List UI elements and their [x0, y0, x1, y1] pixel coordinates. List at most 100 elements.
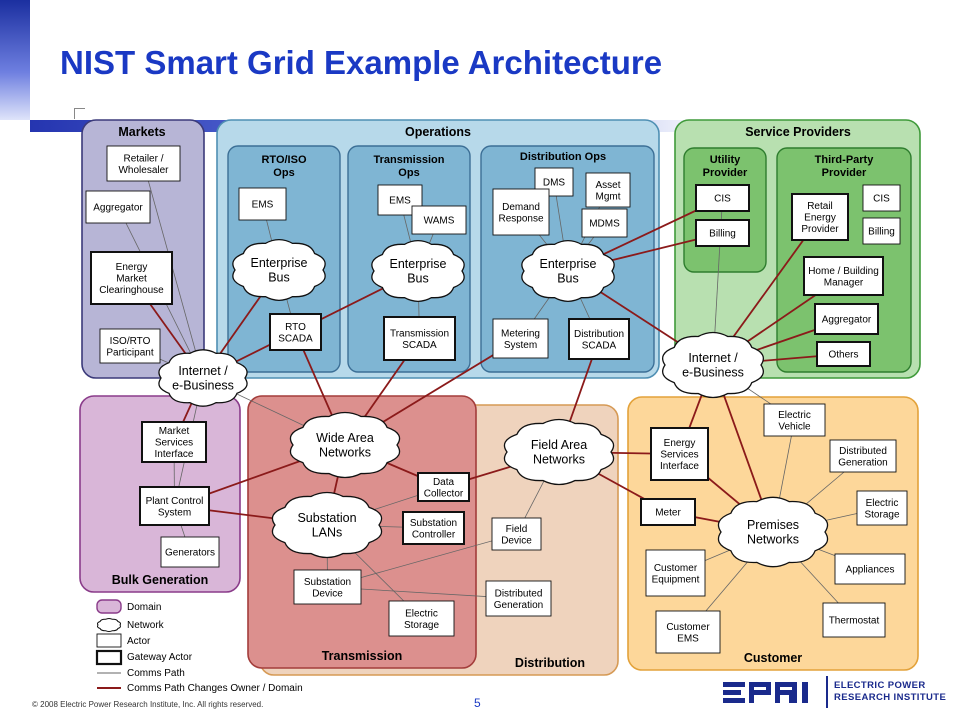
actor-electric-vehicle-label: Vehicle	[778, 421, 811, 432]
legend-network-label: Network	[127, 620, 165, 631]
actor-aggregator-sp-label: Aggregator	[822, 315, 872, 326]
network-cloud-shape	[271, 491, 383, 559]
actor-transmission-scada-label: SCADA	[402, 340, 437, 351]
logo-text: ELECTRIC POWER RESEARCH INSTITUTE	[834, 680, 946, 704]
legend-domain-label: Domain	[127, 602, 161, 613]
actor-energy-services-label: Energy	[664, 438, 696, 449]
actor-cis2-label: CIS	[873, 194, 890, 205]
network-enterprise-trans-label: Enterprise	[390, 257, 447, 271]
actor-box	[293, 569, 362, 605]
network-substation-lans-label: LANs	[312, 526, 343, 540]
subdomain-utility-provider-title: Provider	[703, 167, 748, 179]
actor-distribution-scada-label: Distribution	[574, 329, 624, 340]
actor-aggregator-sp: Aggregator	[814, 303, 879, 335]
actor-electric-storage-c-label: Storage	[864, 509, 899, 520]
actor-electric-storage-c-label: Electric	[866, 498, 899, 509]
actor-appliances: Appliances	[834, 553, 906, 585]
domain-markets-title: Markets	[118, 125, 165, 139]
legend-comms-label: Comms Path	[127, 668, 185, 679]
domain-transmission-title: Transmission	[322, 649, 403, 663]
actor-customer-equipment-label: Customer	[654, 563, 698, 574]
actor-box	[655, 610, 721, 654]
logo-line-2: RESEARCH INSTITUTE	[834, 692, 947, 703]
gateway-actor-box	[383, 316, 456, 361]
subdomain-rto-iso-ops-title: Ops	[273, 167, 294, 179]
actor-cis1: CIS	[695, 184, 750, 212]
logo-separator	[826, 676, 828, 708]
actor-box	[763, 403, 826, 437]
actor-asset-mgmt-label: Asset	[595, 180, 620, 191]
actor-retailer: Retailer /Wholesaler	[106, 145, 181, 182]
network-wide-area-label: Wide Area	[316, 431, 374, 445]
actor-demand-response-label: Demand	[502, 202, 540, 213]
actor-distributed-generation-d-label: Generation	[494, 600, 543, 611]
actor-cis2: CIS	[862, 184, 901, 212]
network-internet-right: Internet /e-Business	[662, 331, 764, 399]
network-cloud-shape	[503, 418, 615, 486]
legend-domain-swatch	[96, 599, 122, 614]
network-enterprise-rto-label: Bus	[268, 271, 290, 285]
actor-energy-services-label: Interface	[660, 461, 699, 472]
actor-metering-system-label: System	[504, 340, 537, 351]
network-internet-left: Internet /e-Business	[158, 349, 248, 407]
network-internet-right-label: e-Business	[682, 366, 744, 380]
network-cloud-shape	[662, 331, 764, 399]
actor-distributed-generation-c-label: Distributed	[839, 446, 887, 457]
legend-gateway-label: Gateway Actor	[127, 652, 193, 663]
actor-billing2: Billing	[862, 217, 901, 245]
actor-rto-scada-label: RTO	[285, 322, 306, 333]
actor-mdms: MDMS	[581, 208, 628, 238]
actor-plant-control-label: Plant Control	[146, 496, 204, 507]
left-accent-bar	[0, 0, 30, 120]
actor-appliances-label: Appliances	[846, 565, 895, 576]
network-field-area-label: Field Area	[531, 438, 587, 452]
actor-data-collector-label: Data	[433, 477, 455, 488]
actor-box	[862, 184, 901, 212]
actor-customer-ems-label: Customer	[666, 622, 710, 633]
network-premises-label: Premises	[747, 518, 799, 532]
actor-box	[856, 490, 908, 526]
network-wide-area-label: Networks	[319, 446, 371, 460]
actor-mdms-label: MDMS	[589, 219, 620, 230]
legend-gateway-swatch	[95, 649, 123, 666]
actor-box	[106, 145, 181, 182]
actor-substation-controller-label: Controller	[412, 529, 456, 540]
actor-box	[491, 517, 542, 551]
network-cloud-shape	[158, 349, 248, 407]
copyright-text: © 2008 Electric Power Research Institute…	[32, 700, 264, 709]
actor-substation-controller-label: Substation	[410, 518, 457, 529]
actor-home-building-label: Home / Building	[808, 266, 879, 277]
actor-box	[581, 208, 628, 238]
actor-box	[585, 172, 631, 208]
legend-network-swatch	[96, 618, 122, 632]
legend-actor-label: Actor	[127, 636, 151, 647]
actor-aggregator-m-label: Aggregator	[93, 203, 143, 214]
gateway-actor-box	[568, 318, 630, 360]
gateway-actor-box	[650, 427, 709, 481]
actor-energy-services-label: Services	[660, 450, 698, 461]
actor-plant-control-label: System	[158, 507, 191, 518]
gateway-actor-box	[816, 341, 871, 367]
comms-path	[143, 163, 204, 379]
